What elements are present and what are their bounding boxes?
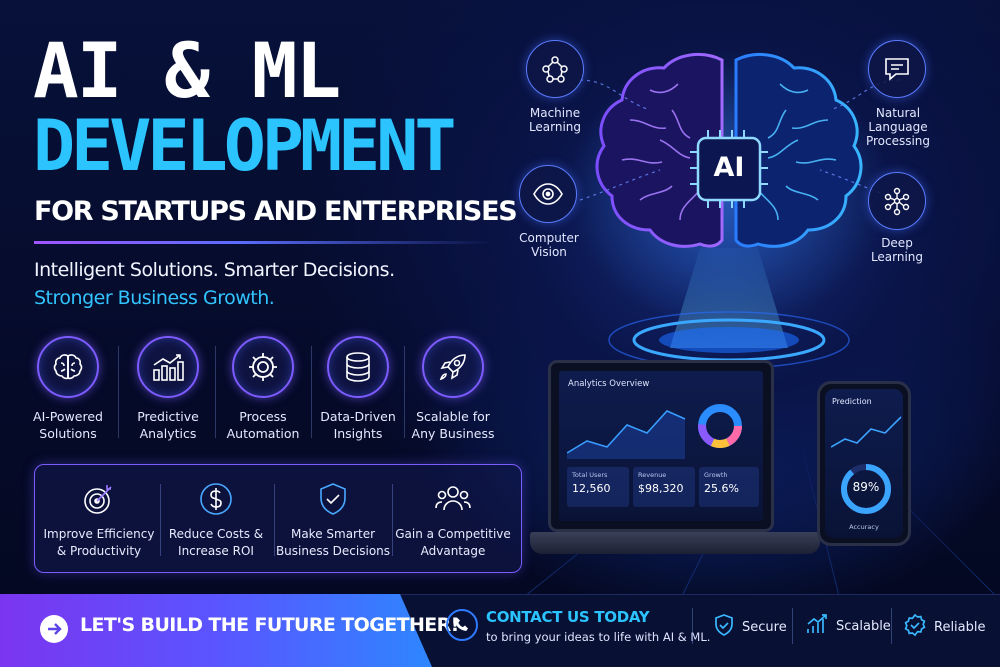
stat-value: 12,560	[572, 482, 611, 495]
database-icon	[327, 336, 389, 398]
trust-secure: Secure	[713, 613, 787, 641]
dollar-icon	[156, 480, 276, 518]
bottom-divider	[792, 608, 793, 644]
benefit-label: Gain a Competitive Advantage	[395, 527, 511, 558]
bottom-divider	[692, 608, 693, 644]
team-icon	[393, 480, 513, 518]
stat-value: $98,320	[638, 482, 684, 495]
phone-caption: Accuracy	[849, 523, 879, 531]
node-label-computer-vision: Computer Vision	[519, 231, 579, 259]
benefit-competitive-advantage: Gain a Competitive Advantage	[393, 480, 513, 560]
gear-icon	[232, 336, 294, 398]
tagline-line1: Intelligent Solutions. Smarter Decisions…	[34, 259, 395, 281]
benefit-smarter-decisions: Make Smarter Business Decisions	[273, 480, 393, 560]
phone-screen: Prediction 89% Accuracy	[825, 389, 903, 538]
cta-banner[interactable]	[0, 594, 432, 667]
chat-icon	[868, 40, 926, 98]
network-icon	[526, 40, 584, 98]
growth-chart-icon	[805, 613, 829, 639]
feature-label: Data-Driven Insights	[320, 409, 396, 441]
dashboard-donut-chart	[698, 404, 742, 448]
node-label-deep-learning: Deep Learning	[870, 236, 924, 264]
benefit-divider	[392, 484, 393, 556]
hero-subtitle: FOR STARTUPS AND ENTERPRISES	[34, 196, 518, 227]
trust-label: Secure	[742, 619, 787, 635]
phone-title: Prediction	[832, 397, 872, 406]
feature-process-automation: Process Automation	[215, 336, 311, 442]
stat-label: Total Users	[572, 471, 608, 479]
benefit-divider	[274, 484, 275, 556]
stat-label: Growth	[704, 471, 728, 479]
feature-label: Scalable for Any Business	[411, 409, 495, 441]
feature-divider	[404, 346, 405, 438]
phone-value: 89%	[852, 480, 880, 494]
stat-card-growth: Growth 25.6%	[699, 467, 759, 507]
node-label-machine-learning: Machine Learning	[528, 106, 582, 134]
target-icon	[39, 480, 159, 518]
feature-ai-powered: AI-Powered Solutions	[20, 336, 116, 442]
feature-label: Predictive Analytics	[137, 409, 199, 441]
laptop-screen: Analytics Overview Total Users 12,560 Re…	[548, 360, 774, 532]
benefit-label: Improve Efficiency & Productivity	[43, 527, 155, 558]
hero-title-line1: AI & ML	[33, 26, 341, 115]
trust-label: Scalable	[836, 618, 891, 634]
benefit-label: Make Smarter Business Decisions	[275, 527, 391, 558]
badge-check-icon	[903, 613, 927, 641]
phone: Prediction 89% Accuracy	[817, 381, 911, 546]
trust-scalable: Scalable	[805, 613, 891, 639]
benefit-label: Reduce Costs & Increase ROI	[168, 527, 264, 558]
shield-check-icon	[273, 480, 393, 518]
cta-label[interactable]: LET'S BUILD THE FUTURE TOGETHER!	[80, 614, 459, 636]
benefit-reduce-costs: Reduce Costs & Increase ROI	[156, 480, 276, 560]
dashboard-title: Analytics Overview	[568, 379, 650, 389]
phone-line-chart	[831, 416, 902, 448]
tagline-line2: Stronger Business Growth.	[34, 287, 275, 309]
laptop-base	[530, 532, 820, 554]
eye-icon	[519, 165, 577, 223]
brain-icon	[37, 336, 99, 398]
neural-net-icon	[868, 172, 926, 230]
stat-card-revenue: Revenue $98,320	[633, 467, 695, 507]
bar-chart-icon	[137, 336, 199, 398]
shield-check-icon	[713, 613, 735, 641]
phone-progress-ring	[841, 464, 891, 514]
gradient-divider	[34, 241, 494, 244]
stat-label: Revenue	[638, 471, 667, 479]
feature-data-driven-insights: Data-Driven Insights	[310, 336, 406, 442]
trust-label: Reliable	[934, 619, 986, 635]
feature-predictive-analytics: Predictive Analytics	[120, 336, 216, 442]
feature-divider	[311, 346, 312, 438]
dashboard-line-chart	[567, 410, 686, 459]
stat-value: 25.6%	[704, 482, 739, 495]
trust-reliable: Reliable	[903, 613, 986, 641]
node-label-nlp: Natural Language Processing	[865, 106, 931, 148]
ai-chip-label: AI	[713, 152, 745, 183]
contact-title: CONTACT US TODAY	[486, 608, 650, 626]
benefit-efficiency: Improve Efficiency & Productivity	[39, 480, 159, 560]
contact-subtitle: to bring your ideas to life with AI & ML…	[486, 630, 711, 644]
feature-label: AI-Powered Solutions	[33, 409, 103, 441]
phone-call-icon	[446, 609, 478, 641]
ai-brain-illustration	[568, 50, 888, 369]
bottom-divider	[891, 608, 892, 644]
progress-ring-fill	[841, 464, 891, 514]
feature-label: Process Automation	[226, 409, 300, 441]
arrow-right-icon[interactable]	[40, 615, 68, 643]
hero-title-line2: DEVELOPMENT	[33, 105, 457, 187]
rocket-icon	[422, 336, 484, 398]
feature-divider	[118, 346, 119, 438]
benefit-divider	[160, 484, 161, 556]
feature-divider	[215, 346, 216, 438]
feature-scalable: Scalable for Any Business	[405, 336, 501, 442]
analytics-dashboard: Analytics Overview Total Users 12,560 Re…	[559, 371, 763, 521]
benefits-panel	[34, 464, 522, 573]
stat-card-users: Total Users 12,560	[567, 467, 629, 507]
